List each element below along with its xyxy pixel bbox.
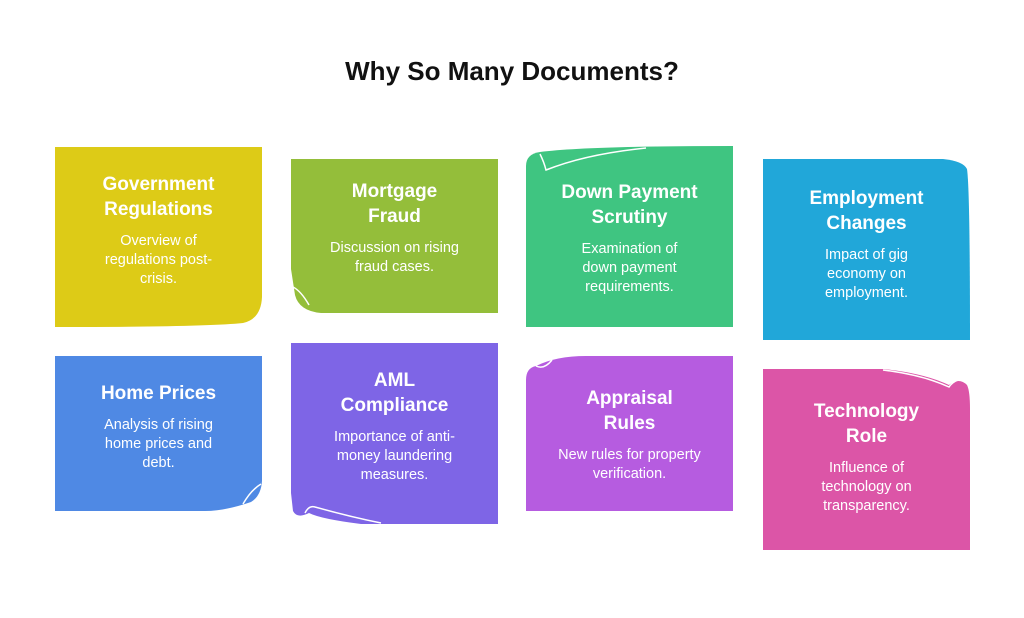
card-heading: Home Prices [100, 382, 217, 404]
card-shape [526, 356, 733, 511]
card-shape [55, 356, 262, 511]
page-curl-icon [242, 483, 262, 505]
card-background [763, 159, 970, 340]
card-shape [55, 147, 262, 327]
card-description: Examination of down payment requirements… [581, 241, 678, 295]
card-home-prices: Home Prices Analysis of rising home pric… [55, 356, 262, 511]
card-description: Overview of regulations post-crisis. [104, 232, 213, 287]
card-background [526, 356, 733, 511]
card-background [55, 356, 262, 511]
card-shape [291, 343, 498, 524]
page-curl-icon [292, 286, 310, 306]
card-description: Impact of gig economy on employment. [824, 247, 908, 301]
diagram-title: Why So Many Documents? [345, 56, 679, 86]
card-description: Importance of anti-money laundering meas… [334, 429, 455, 483]
card-shape [291, 159, 498, 313]
card-shape [763, 369, 970, 550]
card-description: Influence of technology on transparency. [821, 460, 912, 514]
card-shape [526, 146, 733, 327]
card-background [55, 147, 262, 327]
card-background [763, 369, 970, 550]
card-description: Analysis of rising home prices and debt. [104, 416, 213, 471]
card-background [526, 146, 733, 327]
card-background [291, 343, 498, 524]
card-shape [763, 159, 970, 340]
card-background [291, 159, 498, 313]
page-curl-icon [882, 369, 962, 388]
page-curl-icon [535, 359, 553, 368]
page-curl-icon [304, 505, 382, 524]
card-description: Discussion on rising fraud cases. [330, 240, 459, 275]
page-curl-icon [539, 147, 647, 172]
card-description: New rules for property verification. [558, 446, 701, 482]
